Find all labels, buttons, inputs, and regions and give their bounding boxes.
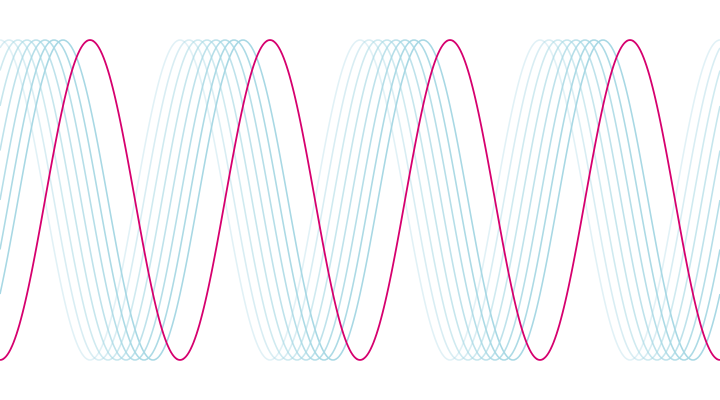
faded-wave-line-0 [0, 39, 720, 361]
faded-wave-line-1 [0, 39, 720, 361]
faded-wave-line-5 [0, 39, 720, 361]
faded-wave-line-2 [0, 39, 720, 361]
faded-wave-line-6 [0, 39, 720, 361]
faded-wave-line-7 [0, 39, 720, 361]
series-layer [0, 39, 720, 361]
faded-wave-line-3 [0, 39, 720, 361]
highlighted-wave-line [0, 39, 720, 361]
faded-wave-line-4 [0, 39, 720, 361]
